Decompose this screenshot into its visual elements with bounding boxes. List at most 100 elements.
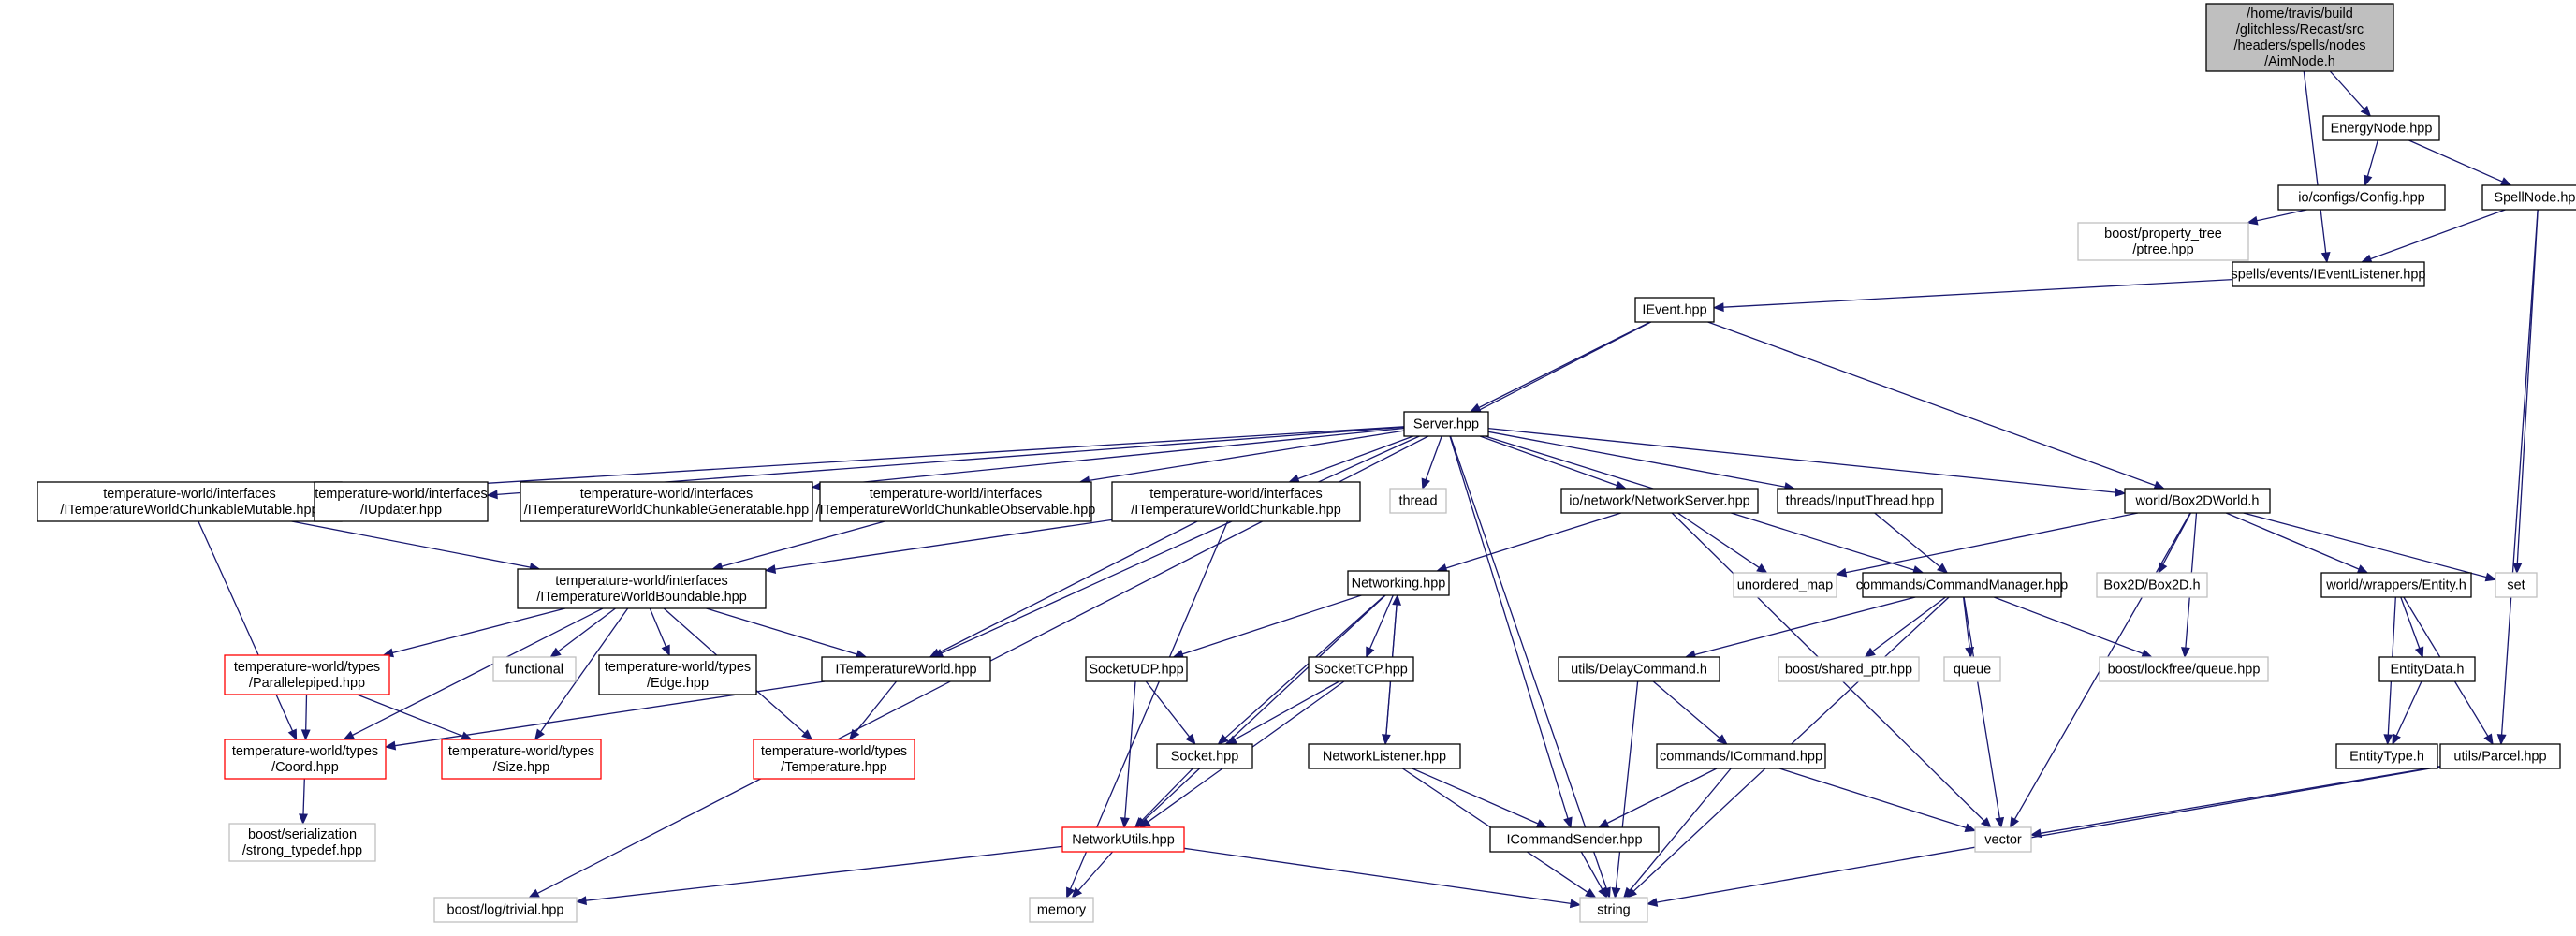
graph-node-parcel[interactable]: utils/Parcel.hpp — [2439, 743, 2561, 769]
graph-node-netlistener[interactable]: NetworkListener.hpp — [1308, 743, 1461, 769]
graph-node-netserver[interactable]: io/network/NetworkServer.hpp — [1560, 488, 1759, 514]
graph-edge-ievent-to-trivial — [528, 321, 1651, 899]
graph-node-set[interactable]: set — [2495, 572, 2538, 598]
graph-node-ievent[interactable]: IEvent.hpp — [1634, 297, 1715, 323]
graph-node-trivial[interactable]: boost/log/trivial.hpp — [433, 897, 578, 923]
graph-edge-line — [2040, 766, 2441, 834]
graph-node-iupdater[interactable]: temperature-world/interfaces/IUpdater.hp… — [314, 481, 489, 522]
graph-node-box — [1777, 488, 1943, 514]
graph-edge-arrowhead — [549, 647, 562, 658]
graph-node-vector[interactable]: vector — [1974, 826, 2032, 853]
graph-node-box — [224, 654, 390, 695]
graph-node-unorderedmap[interactable]: unordered_map — [1733, 572, 1837, 598]
graph-node-label: threads/InputThread.hpp — [1786, 494, 1935, 509]
graph-edge-arrowhead — [1288, 474, 1300, 484]
graph-node-entity[interactable]: world/wrappers/Entity.h — [2320, 572, 2472, 598]
graph-node-itworld[interactable]: ITemperatureWorld.hpp — [821, 656, 991, 682]
graph-node-label: world/wrappers/Entity.h — [2325, 578, 2466, 593]
graph-edge-arrowhead — [1712, 302, 1724, 313]
graph-node-config[interactable]: io/configs/Config.hpp — [2277, 184, 2446, 211]
graph-node-icommand[interactable]: commands/ICommand.hpp — [1656, 743, 1826, 769]
graph-node-netutils[interactable]: NetworkUtils.hpp — [1061, 826, 1185, 853]
graph-node-box2dworld[interactable]: world/Box2DWorld.h — [2124, 488, 2271, 514]
graph-node-ieventlistener[interactable]: spells/events/IEventListener.hpp — [2232, 261, 2426, 287]
graph-node-ptree[interactable]: boost/property_tree/ptree.hpp — [2077, 222, 2249, 261]
graph-node-socketudp[interactable]: SocketUDP.hpp — [1085, 656, 1188, 682]
graph-node-entitydata[interactable]: EntityData.h — [2378, 656, 2476, 682]
graph-edge-arrowhead — [343, 730, 356, 740]
graph-node-label: boost/serialization — [248, 827, 357, 842]
graph-edge-arrowhead — [1217, 734, 1229, 745]
graph-edge-line — [1145, 680, 1191, 738]
graph-edge-line — [821, 427, 1405, 488]
graph-node-entitytype[interactable]: EntityType.h — [2335, 743, 2438, 769]
graph-edge-arrowhead — [2153, 480, 2166, 490]
graph-edge-arrowhead — [1756, 563, 1768, 574]
graph-node-lockfree[interactable]: boost/lockfree/queue.hpp — [2099, 656, 2269, 682]
graph-node-spellnode[interactable]: SpellNode.hpp — [2481, 184, 2576, 211]
graph-node-delaycmd[interactable]: utils/DelayCommand.h — [1558, 656, 1720, 682]
graph-node-size[interactable]: temperature-world/types/Size.hpp — [441, 739, 602, 780]
graph-edge-arrowhead — [2360, 105, 2372, 117]
graph-edge-line — [1124, 680, 1136, 819]
graph-node-queue[interactable]: queue — [1943, 656, 2001, 682]
graph-node-chunkmutable[interactable]: temperature-world/interfaces/ITemperatur… — [37, 481, 343, 522]
graph-edge-server-to-inputthread — [1487, 431, 1796, 491]
graph-node-boundable[interactable]: temperature-world/interfaces/ITemperatur… — [517, 568, 767, 609]
graph-node-inputthread[interactable]: threads/InputThread.hpp — [1777, 488, 1943, 514]
graph-node-sockettcp[interactable]: SocketTCP.hpp — [1308, 656, 1414, 682]
graph-edge-line — [1677, 512, 1760, 568]
graph-node-chunkgen[interactable]: temperature-world/interfaces/ITemperatur… — [520, 481, 813, 522]
graph-node-server[interactable]: Server.hpp — [1403, 411, 1489, 437]
graph-edge-box2dworld-to-entity — [2225, 512, 2369, 574]
graph-edge-line — [2256, 209, 2307, 222]
graph-edge-netutils-to-string — [1183, 847, 1582, 909]
graph-edge-parallelepiped-to-coord — [300, 694, 311, 741]
graph-node-memory[interactable]: memory — [1029, 897, 1094, 923]
graph-node-cmdmanager[interactable]: commands/CommandManager.hpp — [1856, 572, 2068, 598]
graph-node-label: /headers/spells/nodes — [2233, 38, 2365, 53]
graph-edge-line — [1963, 596, 2000, 819]
graph-node-label: utils/DelayCommand.h — [1571, 663, 1707, 678]
graph-node-energynode[interactable]: EnergyNode.hpp — [2322, 115, 2440, 141]
graph-edge-arrowhead — [2363, 174, 2373, 187]
graph-node-string[interactable]: string — [1579, 897, 1648, 923]
graph-edge-line — [941, 435, 1420, 654]
graph-node-label: temperature-world/types — [761, 744, 907, 759]
graph-edge-arrowhead — [486, 490, 498, 500]
graph-edge-arrowhead — [2158, 562, 2168, 575]
graph-node-chunkable[interactable]: temperature-world/interfaces/ITemperatur… — [1111, 481, 1361, 522]
graph-node-label: Box2D/Box2D.h — [2103, 578, 2200, 593]
graph-node-box2dh[interactable]: Box2D/Box2D.h — [2096, 572, 2208, 598]
graph-node-box — [1560, 488, 1759, 514]
graph-node-edge[interactable]: temperature-world/types/Edge.hpp — [598, 654, 757, 695]
graph-node-networking[interactable]: Networking.hpp — [1347, 570, 1450, 596]
graph-node-thread[interactable]: thread — [1389, 488, 1447, 514]
graph-node-box — [1389, 488, 1447, 514]
graph-edge-arrowhead — [1611, 887, 1621, 899]
graph-node-label: /ITemperatureWorldChunkableGeneratable.h… — [524, 503, 809, 518]
graph-node-functional[interactable]: functional — [492, 656, 577, 682]
graph-node-label: /Parallelepiped.hpp — [249, 676, 365, 691]
graph-node-aimnode[interactable]: /home/travis/build/glitchless/Recast/src… — [2205, 3, 2394, 72]
graph-node-label: temperature-world/interfaces — [580, 487, 754, 502]
graph-node-strongtypedef[interactable]: boost/serialization/strong_typedef.hpp — [228, 823, 376, 862]
graph-node-parallelepiped[interactable]: temperature-world/types/Parallelepiped.h… — [224, 654, 390, 695]
graph-node-box — [1085, 656, 1188, 682]
graph-node-sockethpp[interactable]: Socket.hpp — [1156, 743, 1253, 769]
graph-edge-socketudp-to-netutils — [1120, 680, 1136, 829]
graph-node-label: io/network/NetworkServer.hpp — [1569, 494, 1749, 509]
graph-node-chunkobs[interactable]: temperature-world/interfaces/ITemperatur… — [816, 481, 1096, 522]
graph-edge-line — [2303, 70, 2327, 254]
graph-node-icmdsender[interactable]: ICommandSender.hpp — [1489, 826, 1660, 853]
graph-edge-line — [1778, 768, 1967, 829]
graph-edge-line — [302, 778, 305, 815]
graph-node-coord[interactable]: temperature-world/types/Coord.hpp — [224, 739, 387, 780]
graph-edge-icmdsender-to-string — [1580, 851, 1608, 899]
graph-node-box — [228, 823, 376, 862]
graph-node-temperature[interactable]: temperature-world/types/Temperature.hpp — [753, 739, 915, 780]
graph-node-sharedptr[interactable]: boost/shared_ptr.hpp — [1778, 656, 1920, 682]
graph-edge-line — [1449, 435, 1607, 889]
graph-edge-cmdmanager-to-lockfree — [1993, 596, 2154, 658]
graph-edge-cmdmanager-to-vector — [1963, 596, 2005, 829]
